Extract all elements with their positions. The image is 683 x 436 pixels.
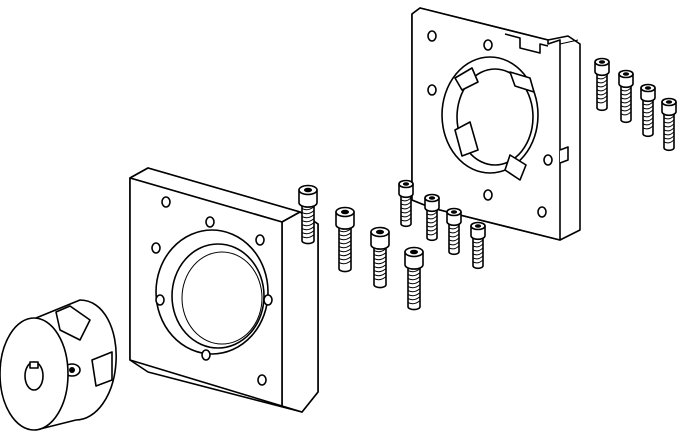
- cap-screw: [446, 207, 462, 256]
- screw-hole: [537, 206, 547, 218]
- screw-hole: [205, 216, 215, 228]
- screw-hole: [483, 39, 493, 51]
- screw-hole: [427, 84, 437, 96]
- shaft-coupling: [0, 299, 117, 431]
- hex-socket: [340, 209, 350, 215]
- hex-socket: [450, 210, 458, 214]
- screw-hole: [155, 294, 165, 306]
- screw-hole: [263, 294, 273, 306]
- cap-screw: [640, 83, 656, 138]
- cap-screw: [404, 246, 424, 311]
- hex-socket: [598, 60, 606, 64]
- hex-socket: [665, 100, 673, 104]
- screw-hole: [161, 196, 171, 208]
- cap-screw: [370, 226, 390, 289]
- screw-hole: [543, 154, 553, 166]
- hex-socket: [375, 229, 385, 235]
- hex-socket: [409, 249, 419, 255]
- cap-screw: [661, 97, 677, 152]
- hex-socket: [303, 187, 313, 193]
- screw-hole: [255, 234, 265, 246]
- front-mounting-plate: [129, 167, 319, 413]
- cap-screw: [335, 206, 355, 273]
- hex-socket: [474, 224, 482, 228]
- screw-hole: [201, 349, 211, 361]
- screw-hole: [257, 374, 267, 386]
- hex-socket: [428, 196, 436, 200]
- hex-socket: [622, 72, 630, 76]
- cap-screw: [424, 193, 440, 242]
- hex-socket: [402, 182, 410, 186]
- hex-socket: [644, 86, 652, 90]
- screw-hole: [151, 242, 161, 254]
- rear-mounting-plate: [411, 7, 581, 241]
- screw-hole: [427, 30, 437, 42]
- cap-screw: [594, 57, 610, 112]
- cap-screw: [470, 221, 486, 270]
- cap-screw: [298, 184, 318, 245]
- screw-sets: [298, 57, 677, 311]
- cap-screw: [618, 69, 634, 124]
- cap-screw: [398, 179, 414, 228]
- screw-hole: [483, 189, 493, 201]
